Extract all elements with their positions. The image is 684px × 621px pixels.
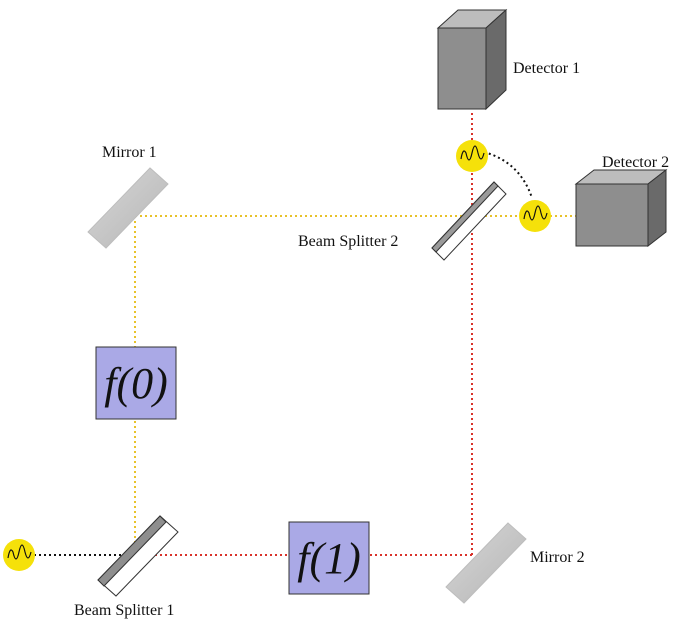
mirror-1	[87, 167, 169, 249]
detector-1	[436, 8, 508, 111]
photon-input	[3, 539, 35, 571]
beam-paths	[34, 112, 578, 556]
beam-splitter-1	[97, 515, 179, 597]
photon-detector-2	[519, 200, 551, 232]
oracle-f0-label: f(0)	[104, 359, 168, 408]
beam-splitter-2-label: Beam Splitter 2	[298, 233, 398, 250]
detector-2	[574, 168, 668, 248]
oracle-f1: f(1)	[288, 521, 370, 595]
beam-splitter-2	[431, 181, 507, 261]
photon-detector-1	[456, 140, 488, 172]
output-arc	[483, 151, 533, 199]
mirror-1-label: Mirror 1	[102, 144, 157, 161]
oracle-f1-label: f(1)	[297, 534, 361, 583]
mirror-2-label: Mirror 2	[530, 549, 585, 566]
detector-1-label: Detector 1	[513, 60, 580, 77]
detector-2-label: Detector 2	[602, 154, 669, 171]
beam-splitter-1-label: Beam Splitter 1	[74, 602, 174, 619]
oracle-f0: f(0)	[95, 346, 177, 420]
mirror-2	[445, 522, 527, 604]
